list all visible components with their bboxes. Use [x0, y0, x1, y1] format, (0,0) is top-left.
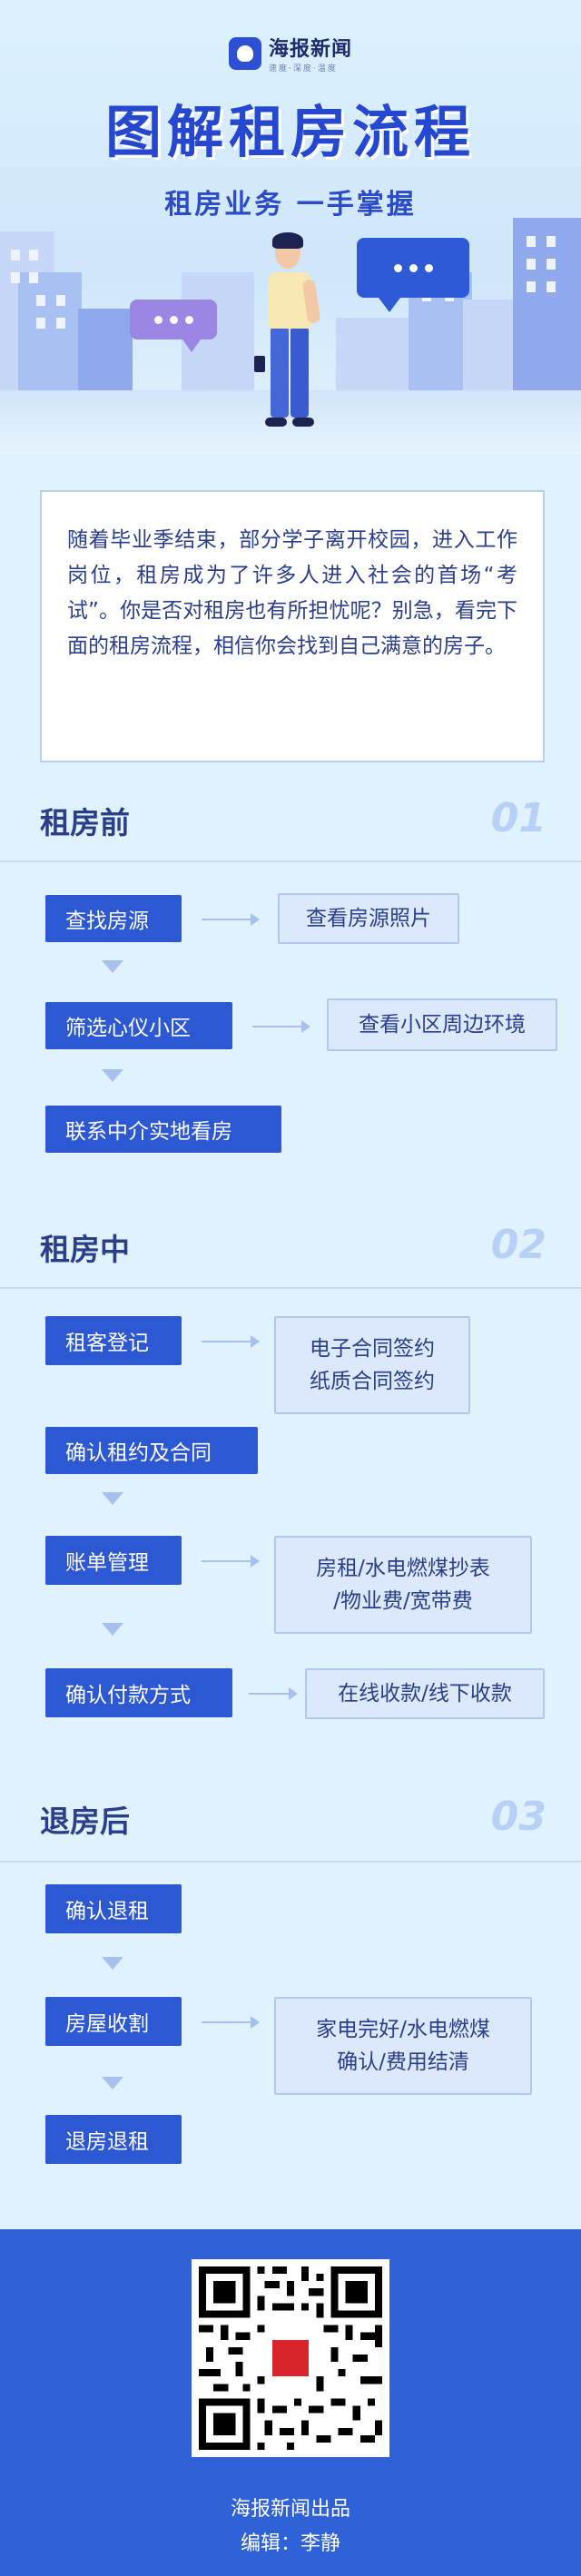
speech-bubble-icon — [130, 300, 217, 352]
section-title: 退房后 — [40, 1804, 130, 1839]
arrow-down-icon — [102, 1957, 123, 1970]
logo: 海报新闻 速度·深度·温度 — [0, 33, 581, 74]
section-title: 租房中 — [40, 1232, 130, 1267]
step-confirm-lease: 确认租约及合同 — [45, 1427, 258, 1474]
section-title: 租房前 — [40, 805, 130, 841]
building-illustration — [513, 218, 581, 408]
logo-name: 海报新闻 — [268, 38, 352, 61]
note-listing-photos: 查看房源照片 — [278, 893, 459, 944]
section-divider — [0, 1287, 581, 1289]
section-divider — [0, 1861, 581, 1863]
step-bill-management: 账单管理 — [45, 1536, 182, 1585]
note-contract-signing: 电子合同签约 纸质合同签约 — [274, 1316, 470, 1414]
step-confirm-payment: 确认付款方式 — [45, 1668, 232, 1717]
logo-slogan: 速度·深度·温度 — [268, 64, 338, 74]
step-confirm-checkout: 确认退租 — [45, 1884, 182, 1933]
note-community-environment: 查看小区周边环境 — [327, 998, 557, 1051]
note-payment-methods: 在线收款/线下收款 — [305, 1668, 545, 1719]
step-tenant-registration: 租客登记 — [45, 1316, 182, 1365]
section-divider — [0, 860, 581, 862]
arrow-right-icon — [202, 1555, 260, 1568]
arrow-down-icon — [102, 2077, 123, 2089]
arrow-down-icon — [102, 960, 123, 973]
page-title: 图解租房流程 — [104, 99, 476, 165]
step-select-community: 筛选心仪小区 — [45, 1002, 232, 1049]
note-checkout-items: 家电完好/水电燃煤 确认/费用结清 — [274, 1997, 532, 2095]
note-bill-items: 房租/水电燃煤抄表 /物业费/宽带费 — [274, 1536, 532, 1634]
step-move-out: 退房退租 — [45, 2115, 182, 2164]
page-subtitle: 租房业务 一手掌握 — [164, 189, 417, 221]
footer: 海报新闻出品 编辑：李静 — [0, 2229, 581, 2576]
step-contact-agent: 联系中介实地看房 — [45, 1106, 281, 1153]
intro-text: 随着毕业季结束，部分学子离开校园，进入工作岗位，租房成为了许多人进入社会的首场“… — [67, 528, 517, 658]
arrow-right-icon — [202, 2016, 260, 2029]
intro-card: 随着毕业季结束，部分学子离开校园，进入工作岗位，租房成为了许多人进入社会的首场“… — [40, 490, 545, 762]
arrow-down-icon — [102, 1069, 123, 1082]
building-illustration — [18, 272, 82, 408]
section-number: 01 — [490, 795, 547, 841]
header-banner: 海报新闻 速度·深度·温度 图解租房流程 租房业务 一手掌握 — [0, 0, 581, 454]
publisher-label: 海报新闻出品 — [230, 2498, 350, 2521]
editor-label: 编辑：李静 — [240, 2532, 340, 2555]
arrow-right-icon — [202, 1335, 260, 1348]
logo-icon — [228, 36, 261, 70]
arrow-right-icon — [202, 913, 260, 926]
section-number: 03 — [490, 1794, 547, 1840]
step-house-inspection: 房屋收割 — [45, 1997, 182, 2046]
step-find-listing: 查找房源 — [45, 895, 182, 942]
arrow-down-icon — [102, 1492, 123, 1505]
qr-code — [192, 2259, 389, 2457]
speech-bubble-icon — [357, 238, 469, 312]
arrow-down-icon — [102, 1623, 123, 1636]
arrow-right-icon — [249, 1687, 298, 1700]
arrow-right-icon — [252, 1020, 310, 1033]
section-number: 02 — [490, 1222, 547, 1268]
